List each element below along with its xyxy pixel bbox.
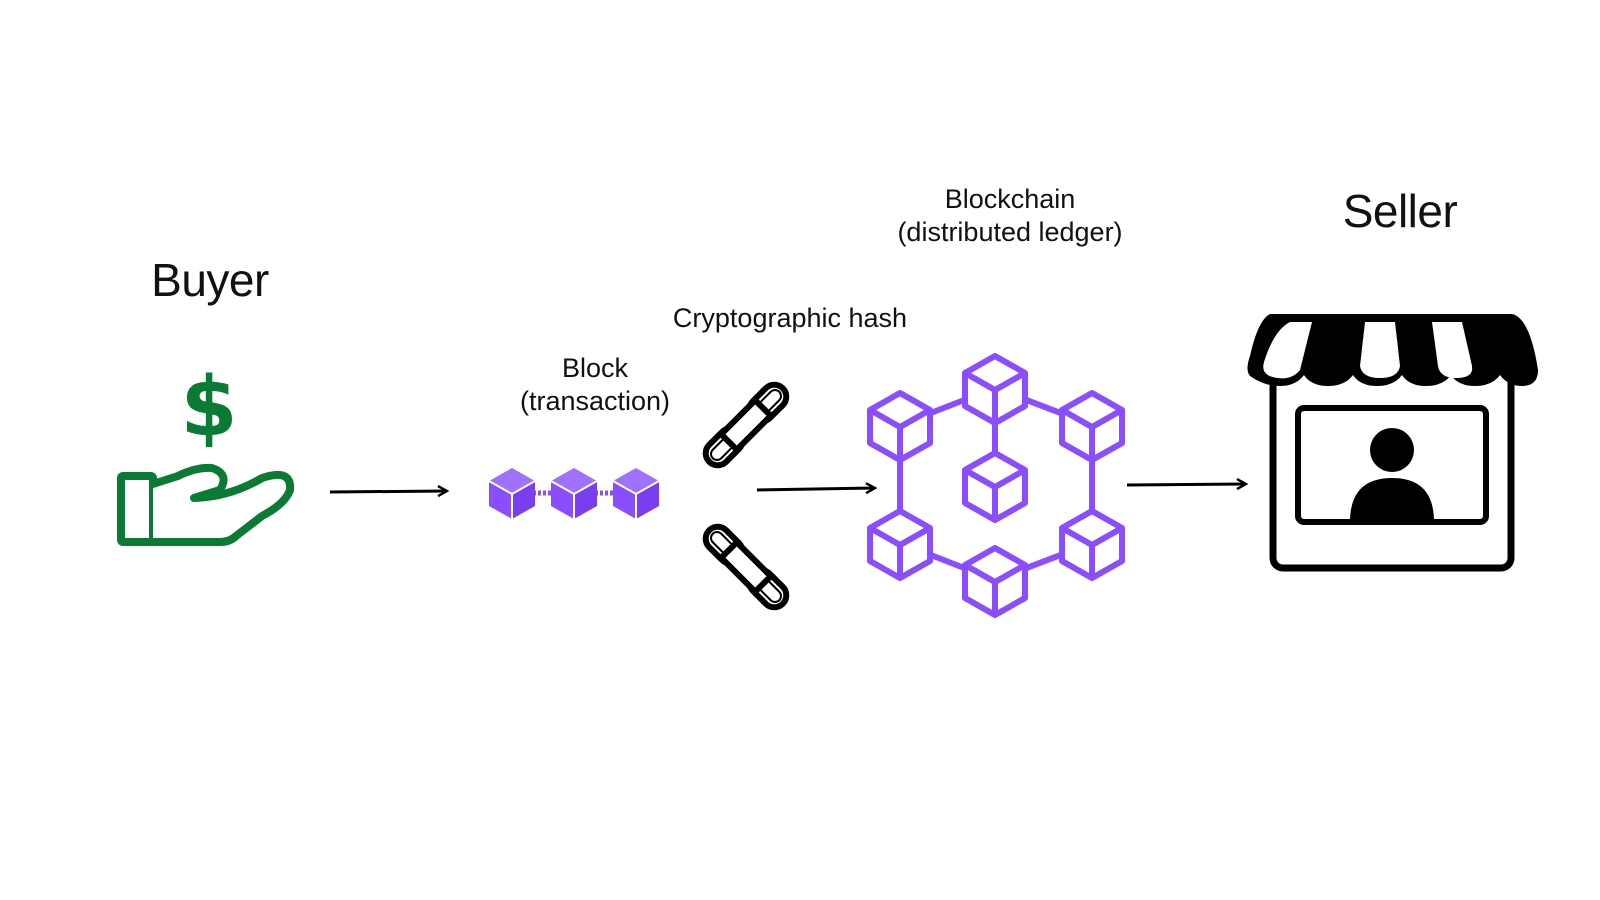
arrow-buyer-to-block [329, 491, 447, 492]
block-label: Block (transaction) [470, 352, 720, 418]
arrow-hash-to-blockchain [756, 488, 875, 490]
person-icon [1350, 428, 1434, 522]
hash-label: Cryptographic hash [672, 303, 908, 333]
blockchain-label: Blockchain (distributed ledger) [860, 183, 1160, 249]
blockchain-label-line2: (distributed ledger) [897, 216, 1123, 247]
chain-link-icon [701, 380, 792, 471]
awning-icon [1247, 314, 1538, 386]
open-hand-icon [117, 463, 295, 546]
seller-label: Seller [1342, 185, 1458, 237]
arrow-blockchain-to-seller [1126, 484, 1246, 485]
hand-with-dollar-icon: $ [117, 360, 295, 546]
chain-link-icon-lower [701, 522, 792, 613]
dollar-sign-icon: $ [180, 360, 237, 455]
block-label-line2: (transaction) [519, 385, 671, 416]
block-label-line1: Block [561, 353, 629, 383]
storefront-icon [1247, 314, 1538, 572]
blockchain-label-line1: Blockchain [944, 184, 1076, 214]
blockchain-network-icon [870, 356, 1122, 615]
linked-blocks-icon [488, 467, 660, 520]
buyer-label: Buyer [151, 254, 269, 306]
